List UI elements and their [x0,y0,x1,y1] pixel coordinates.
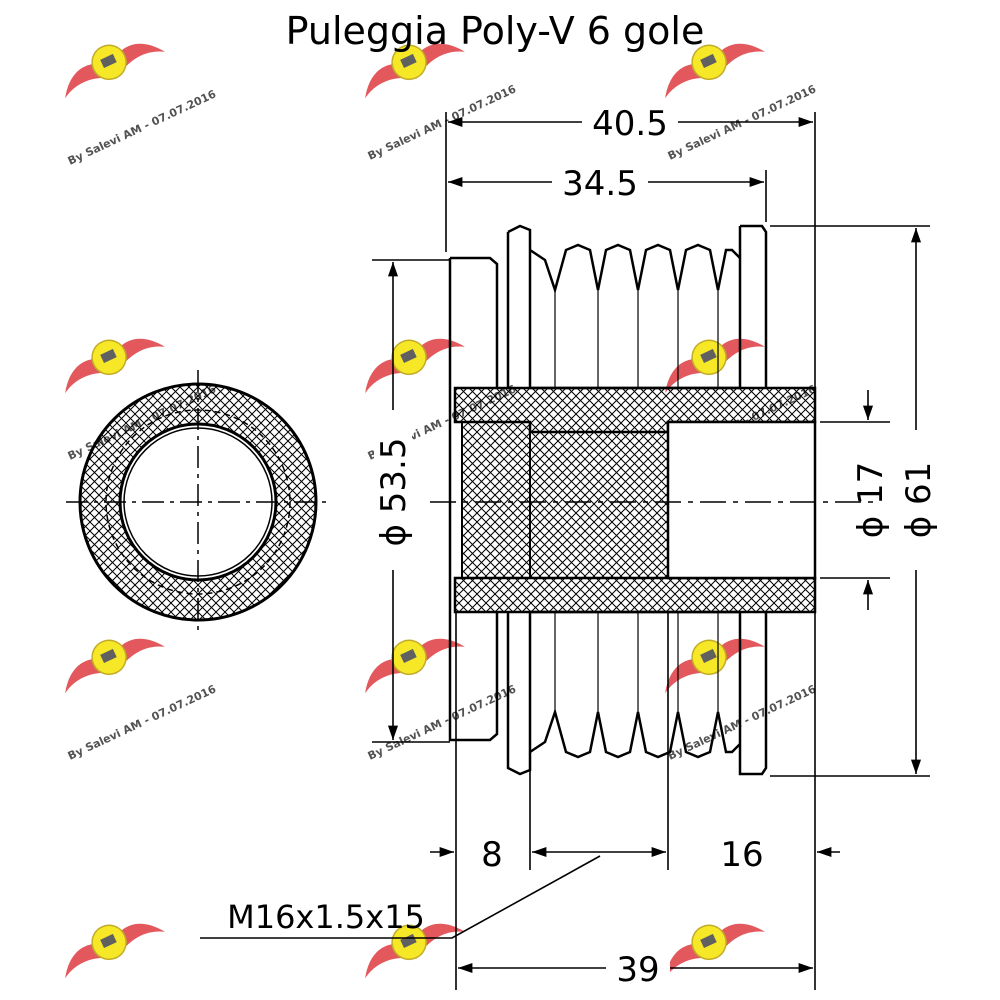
watermark-badge [651,617,768,698]
grooves-top [529,243,741,295]
dim-text-small-diameter: ϕ 17 [851,462,891,539]
watermark-badge [51,22,168,103]
grooves-bottom [529,707,741,759]
dim-text-left-section: 8 [481,835,503,875]
watermark-text: By Salevi AM - 07.07.2016 [366,682,519,762]
left-hub-outline [448,256,499,742]
thread-leader [200,855,601,939]
section-hatch-bottom [453,576,817,614]
dim-text-bore-diameter: ϕ 53.5 [374,438,414,547]
section-body [430,386,880,614]
thread-zone [529,431,669,579]
watermark-badge [651,317,768,398]
right-rim [738,224,768,776]
dim-text-thread: M16x1.5x15 [227,898,425,936]
watermark-badge [51,902,168,983]
watermark-badge [51,617,168,698]
dim-text-right-section: 16 [720,835,763,875]
watermark-text: By Salevi AM - 07.07.2016 [66,682,219,762]
dim-text-grooved-length: 34.5 [562,164,638,204]
dim-text-body-length: 39 [616,950,659,990]
watermark-text: By Salevi AM - 07.07.2016 [666,682,819,762]
drawing-title: Puleggia Poly-V 6 gole [286,9,705,53]
spline-teeth [461,421,531,579]
dim-text-overall-length: 40.5 [592,104,668,144]
plain-bore [666,420,817,580]
watermark-text: By Salevi AM - 07.07.2016 [66,87,219,167]
watermark-badge [51,317,168,398]
end-view [66,370,330,634]
dim-text-outer-diameter: ϕ 61 [899,462,939,539]
